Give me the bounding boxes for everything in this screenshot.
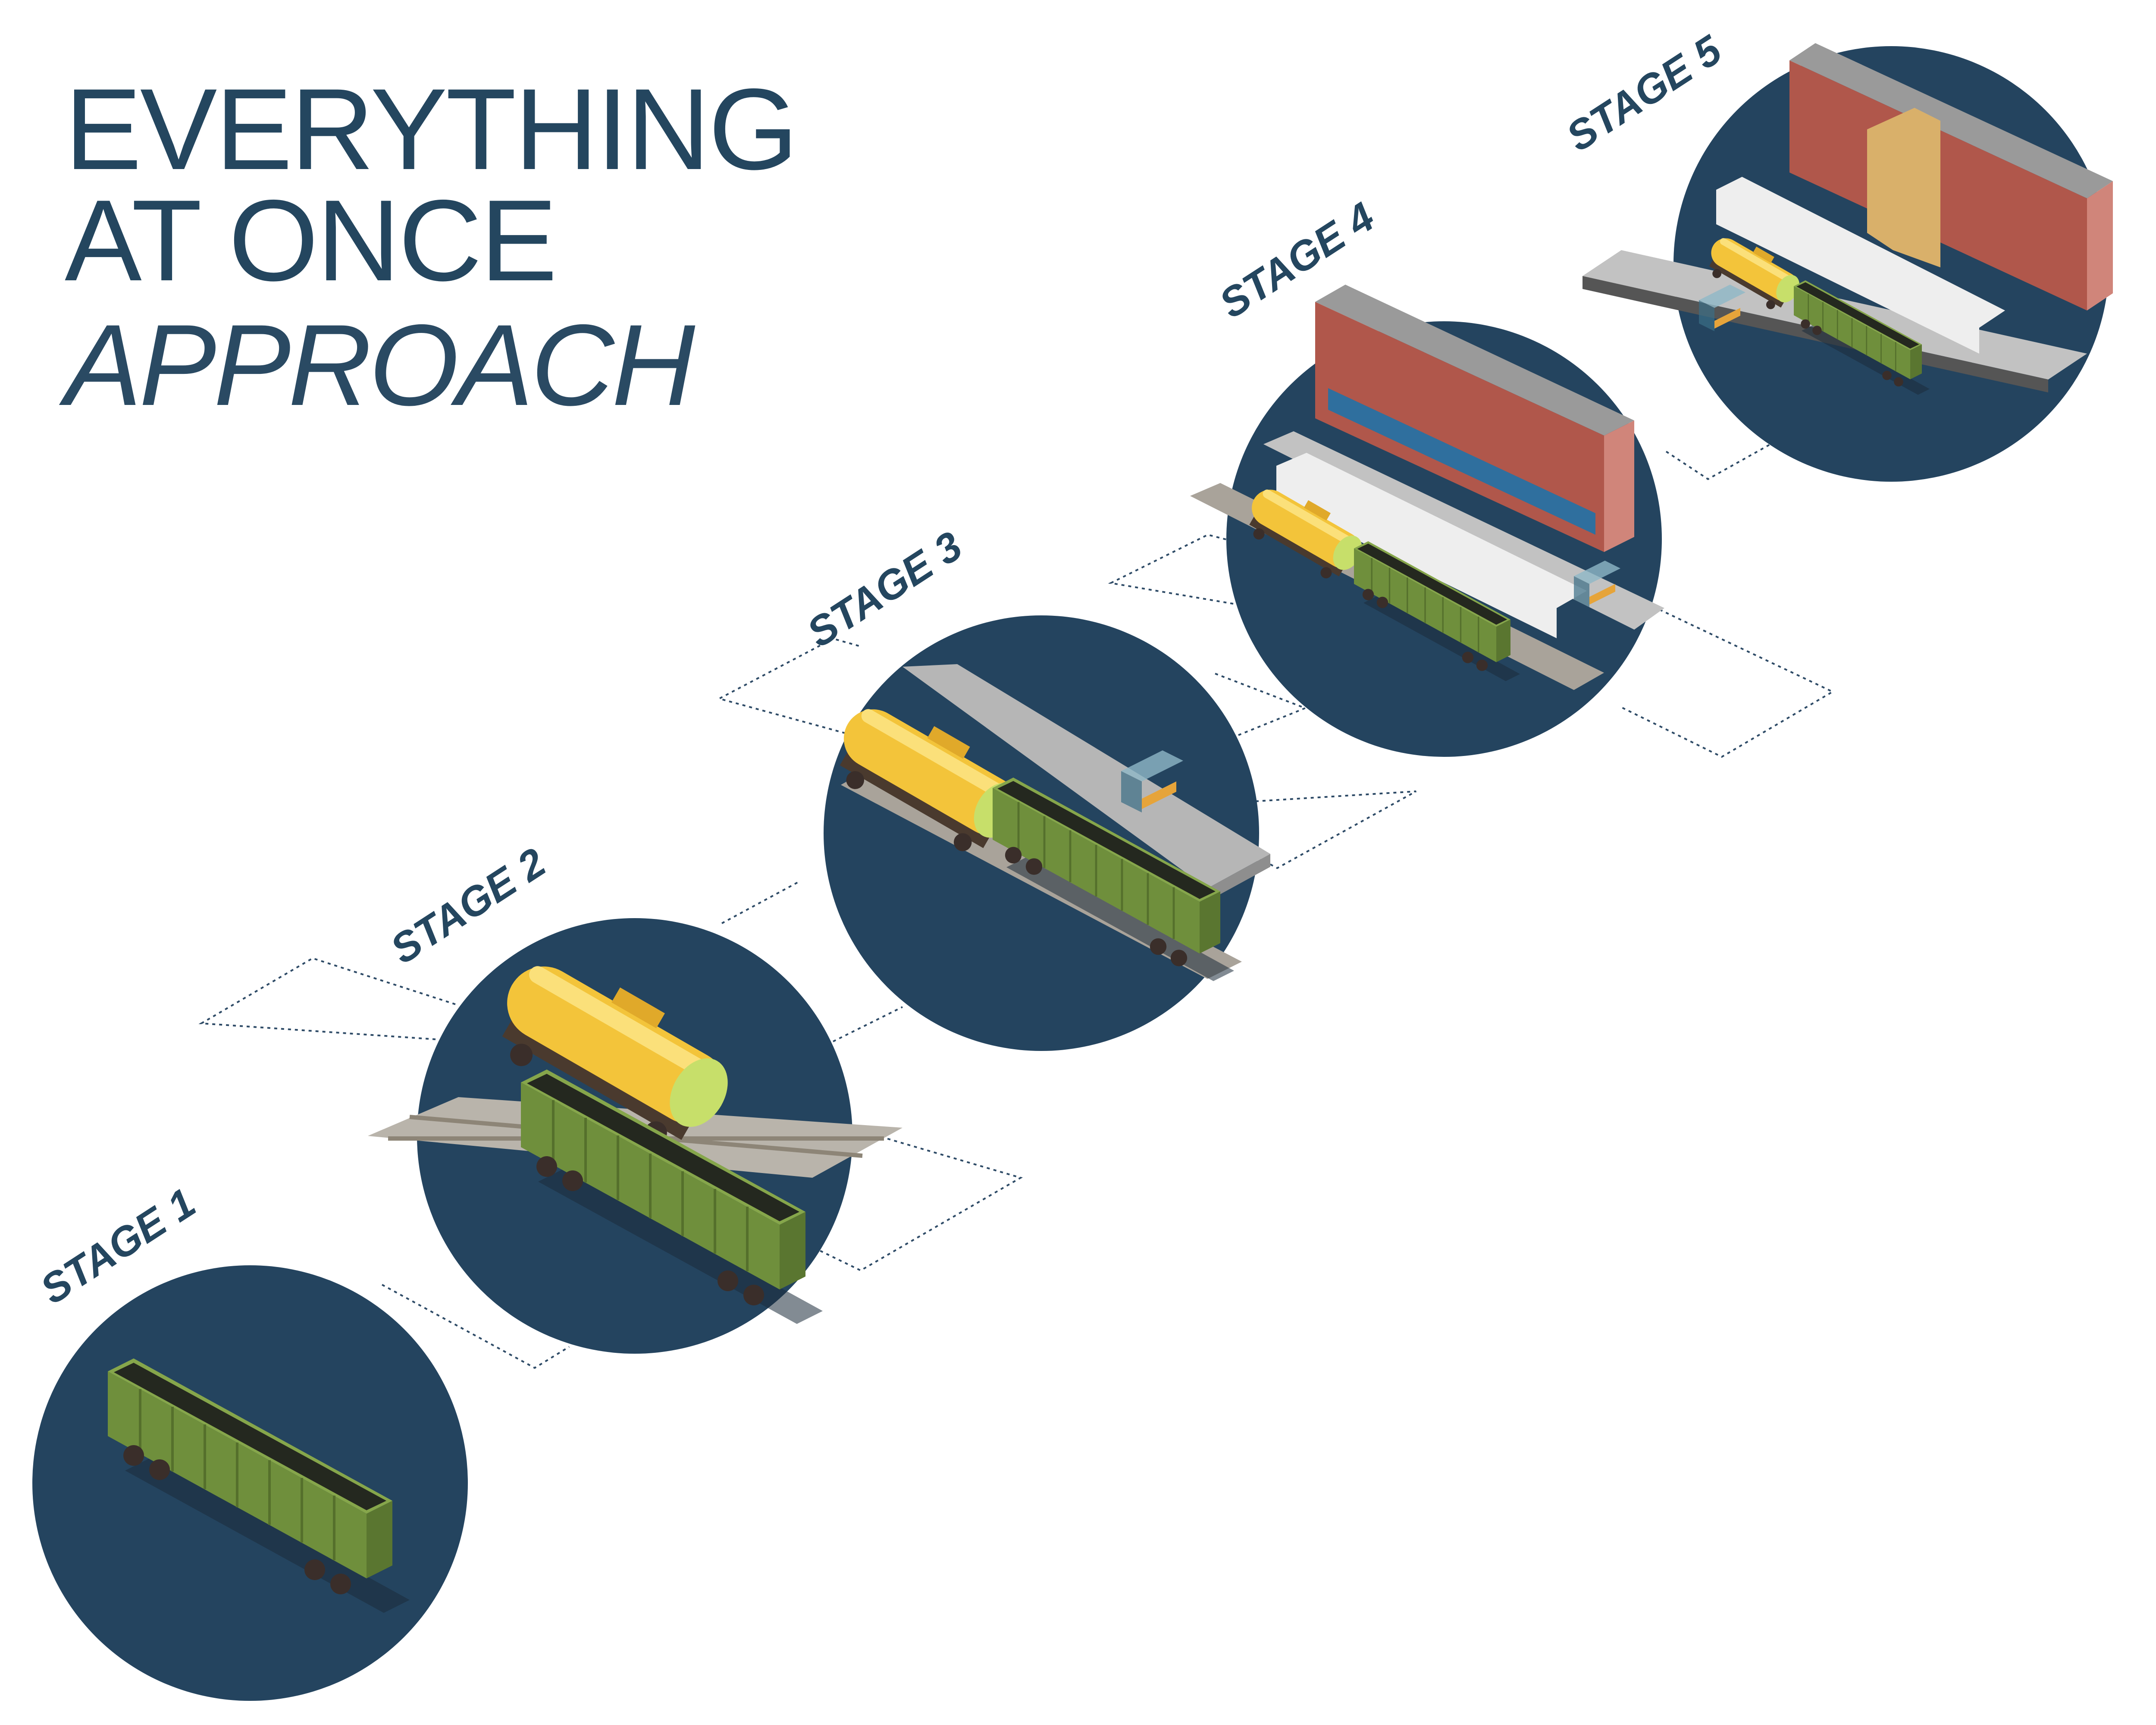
stage-3-illustration (821, 664, 1270, 981)
title-line-3: APPROACH (65, 300, 695, 430)
stage-5-illustration (1583, 43, 2113, 395)
stage-3-label: STAGE 3 (799, 523, 970, 656)
title-line-2: AT ONCE (65, 176, 557, 305)
stage-2-illustration (368, 940, 903, 1324)
connector-outlines (198, 443, 1835, 1369)
title-line-1: EVERYTHING (65, 64, 798, 194)
stage-5-label: STAGE 5 (1558, 26, 1730, 160)
stage-4-illustration (1190, 285, 1664, 690)
